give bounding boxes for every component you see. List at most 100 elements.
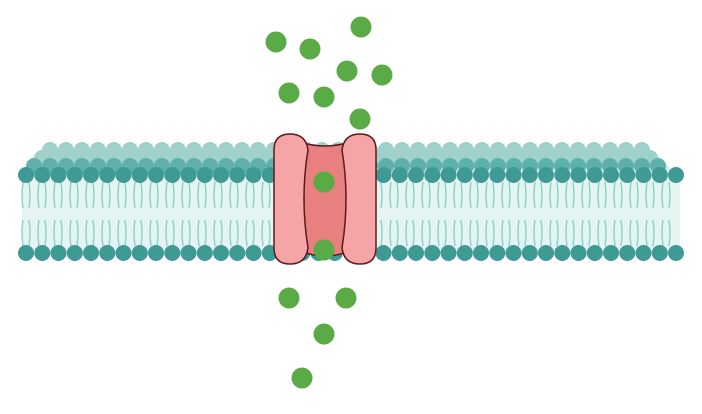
lipid-tail — [476, 219, 479, 247]
lipid-head — [83, 245, 99, 261]
lipid-tail — [485, 181, 488, 209]
molecule-below-membrane — [335, 287, 357, 309]
lipid-tail — [261, 219, 264, 247]
lipid-tail — [53, 181, 56, 209]
lipid-tail — [533, 181, 536, 209]
lipid-tail — [140, 219, 143, 247]
lipid-tail — [261, 181, 264, 209]
channel-protein — [273, 133, 377, 265]
lipid-tail — [476, 181, 479, 209]
lipid-tail — [629, 219, 632, 247]
lipid-tail — [565, 181, 568, 209]
lipid-tail — [108, 181, 111, 209]
lipid-tail — [380, 181, 383, 209]
lipid-tail — [140, 181, 143, 209]
lipid-head — [554, 167, 571, 183]
lipid-tail — [620, 181, 623, 209]
lipid-tail — [405, 219, 408, 247]
molecule-above-membrane — [349, 108, 371, 130]
lipid-head — [554, 245, 571, 261]
lipid-head — [619, 245, 636, 261]
lipid-tail — [204, 181, 207, 209]
lipid-tail — [213, 181, 216, 209]
lipid-head — [505, 167, 522, 183]
lipid-head — [424, 167, 441, 183]
lipid-head — [651, 245, 668, 261]
lipid-tail — [389, 219, 392, 247]
lipid-tail — [604, 219, 607, 247]
lipid-tail — [581, 181, 584, 209]
lipid-tail — [165, 181, 168, 209]
lipid-head — [213, 245, 229, 261]
lipid-head — [668, 167, 684, 183]
lipid-tail — [389, 181, 392, 209]
lipid-tail — [92, 219, 95, 247]
lipid-tail — [21, 181, 24, 209]
lipid-tail — [460, 181, 463, 209]
lipid-tail — [661, 219, 664, 247]
lipid-tail — [469, 219, 472, 247]
lipid-tail — [197, 181, 200, 209]
lipid-head — [229, 245, 246, 261]
lipid-tail — [28, 219, 31, 247]
lipid-tail — [613, 181, 616, 209]
lipid-head — [473, 167, 489, 183]
lipid-head — [521, 245, 538, 261]
lipid-tail — [501, 181, 504, 209]
molecule-below-membrane — [291, 367, 313, 389]
lipid-tail — [556, 219, 559, 247]
lipid-tail — [620, 219, 623, 247]
molecule-above-membrane — [371, 64, 393, 86]
lipid-tail — [492, 219, 495, 247]
lipid-head — [603, 167, 619, 183]
lipid-tail — [549, 181, 552, 209]
lipid-head — [456, 167, 473, 183]
lipid-tail — [549, 219, 552, 247]
lipid-tail — [636, 181, 639, 209]
molecule-above-membrane — [265, 31, 287, 53]
lipid-tail — [156, 181, 159, 209]
lipid-head — [586, 245, 603, 261]
lipid-tail — [645, 219, 648, 247]
lipid-tail — [85, 181, 88, 209]
lipid-head — [538, 245, 554, 261]
lipid-tail — [556, 181, 559, 209]
lipid-head — [586, 167, 603, 183]
lipid-tail — [28, 181, 31, 209]
lipid-tail — [652, 181, 655, 209]
lipid-tail — [124, 181, 127, 209]
lipid-tail — [268, 181, 271, 209]
lipid-head — [440, 167, 457, 183]
lipid-head — [245, 167, 262, 183]
channel-right-subunit — [341, 133, 377, 265]
lipid-tail — [101, 219, 104, 247]
lipid-head — [473, 245, 489, 261]
lipid-tail — [652, 219, 655, 247]
lipid-tail — [69, 181, 72, 209]
lipid-head — [34, 245, 51, 261]
lipid-tail — [69, 219, 72, 247]
lipid-tail — [597, 219, 600, 247]
lipid-tail — [629, 181, 632, 209]
lipid-tail — [37, 219, 40, 247]
lipid-tail — [412, 181, 415, 209]
lipid-tail — [492, 181, 495, 209]
lipid-head — [99, 167, 116, 183]
lipid-tail — [597, 181, 600, 209]
lipid-tail — [172, 219, 175, 247]
lipid-head — [424, 245, 441, 261]
lipid-head — [375, 245, 392, 261]
lipid-head — [489, 167, 506, 183]
lipid-head — [375, 167, 392, 183]
lipid-tail — [645, 181, 648, 209]
molecule-above-membrane — [313, 86, 335, 108]
lipid-head — [131, 245, 148, 261]
molecule-above-membrane — [350, 16, 372, 38]
lipid-tail — [469, 181, 472, 209]
lipid-tail — [460, 219, 463, 247]
lipid-tail — [188, 181, 191, 209]
transported-molecules — [265, 16, 393, 389]
lipid-tail — [540, 219, 543, 247]
lipid-tail — [37, 181, 40, 209]
lipid-head — [391, 245, 408, 261]
